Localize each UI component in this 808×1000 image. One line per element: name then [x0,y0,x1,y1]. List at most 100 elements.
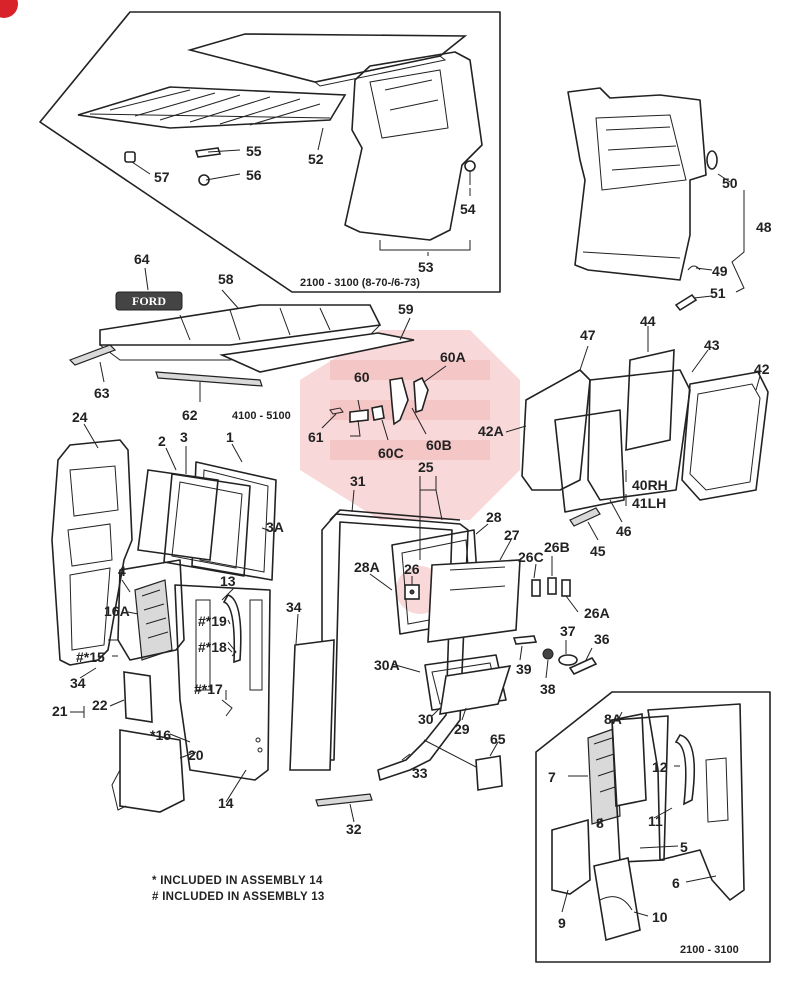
label-60: 60 [354,369,370,385]
label-29: 29 [454,721,470,737]
label-26c: 26C [518,549,544,565]
part-18-clip [227,641,237,657]
caption-bottom-box: 2100 - 3100 [680,944,739,956]
note-assembly-13: # INCLUDED IN ASSEMBLY 13 [152,891,325,903]
label-36: 36 [594,631,610,647]
part-47-frame [521,369,591,491]
label-52: 52 [308,151,324,167]
top-box-frame [39,11,501,293]
label-57: 57 [154,169,170,185]
label-26a: 26A [584,605,610,621]
part-22-plate [123,671,153,723]
label-59: 59 [398,301,414,317]
label-8: 8 [596,815,604,831]
label-6: 6 [672,875,680,891]
label-54: 54 [460,201,476,217]
part-24-door-frame [51,439,133,666]
part-38-nut [542,648,554,660]
part-9-kick-panel [551,818,591,895]
label-30: 30 [418,711,434,727]
part-10-cover [593,857,641,942]
part-65-mirror [423,739,503,791]
part-61-pin [329,407,344,415]
label-42: 42 [754,361,770,377]
part-58-roof [99,304,382,361]
label-50: 50 [722,175,738,191]
label-15: #*15 [76,649,105,665]
part-50-knob [706,150,718,170]
leader-lines [70,127,761,917]
label-34-left: 34 [70,675,86,691]
label-5: 5 [680,839,688,855]
part-top-roof-sheet [186,33,468,87]
part-62-seal-strip [155,371,263,387]
part-2-window-glass [137,469,219,561]
part-37-plate [558,654,578,666]
label-37: 37 [560,623,576,639]
label-14: 14 [218,795,234,811]
label-3: 3 [180,429,188,445]
label-9: 9 [558,915,566,931]
label-60b: 60B [426,437,452,453]
part-56-knob [198,174,210,186]
part-14-inner-panel [174,584,271,781]
label-11: 11 [648,813,663,829]
label-10: 10 [652,909,668,925]
label-43: 43 [704,337,720,353]
label-4: 4 [118,563,126,579]
label-45: 45 [590,543,606,559]
part-42-frame [681,371,769,501]
label-2: 2 [158,433,166,449]
part-17-bracket [221,699,233,717]
label-28: 28 [486,509,502,525]
part-54-catch [464,160,476,185]
label-60c: 60C [378,445,404,461]
label-39: 39 [516,661,532,677]
label-26b: 26B [544,539,570,555]
label-55: 55 [246,143,262,159]
part-20-kick-panel [111,729,185,813]
part-39-handle [512,635,538,645]
label-30a: 30A [374,657,400,673]
label-46: 46 [616,523,632,539]
part-48-rear-frame [567,87,707,281]
label-26: 26 [404,561,420,577]
part-43-frame [587,369,691,501]
label-16: *16 [150,727,171,743]
label-7: 7 [548,769,556,785]
label-32: 32 [346,821,362,837]
label-49: 49 [712,263,728,279]
part-12-handle [674,734,696,806]
part-45-strip [569,507,601,527]
label-27: 27 [504,527,520,543]
part-8-panel [587,727,621,825]
part-34-door-glass [289,639,335,771]
label-31: 31 [350,473,366,489]
part-19-handle [222,594,242,664]
part-55-latch [194,147,222,158]
bottom-box-frame [535,691,771,963]
label-28a: 28A [354,559,380,575]
part-8a-plate [611,713,647,807]
label-18: #*18 [198,639,227,655]
caption-top-box: 2100 - 3100 (8-70-/6-73) [300,277,420,289]
note-assembly-14: * INCLUDED IN ASSEMBLY 14 [152,875,323,887]
part-64-ford-emblem: FORD [115,291,183,311]
label-42a: 42A [478,423,504,439]
label-17: #*17 [194,681,223,697]
part-36-lever [568,656,598,676]
part-44-glass [625,348,675,452]
part-57-bushing [124,151,136,163]
label-19: #*19 [198,613,227,629]
watermark-emblem [300,330,520,614]
label-21: 21 [52,703,68,719]
label-22: 22 [92,697,108,713]
label-62: 62 [182,407,198,423]
part-number-labels: 55 56 57 52 54 53 50 48 49 51 64 58 59 6… [52,143,772,931]
label-40rh: 40RH [632,477,668,493]
part-29-lower-glass [439,665,512,715]
label-8a: 8A [604,711,622,727]
label-25: 25 [418,459,434,475]
part-60-latch-assembly [349,376,429,437]
